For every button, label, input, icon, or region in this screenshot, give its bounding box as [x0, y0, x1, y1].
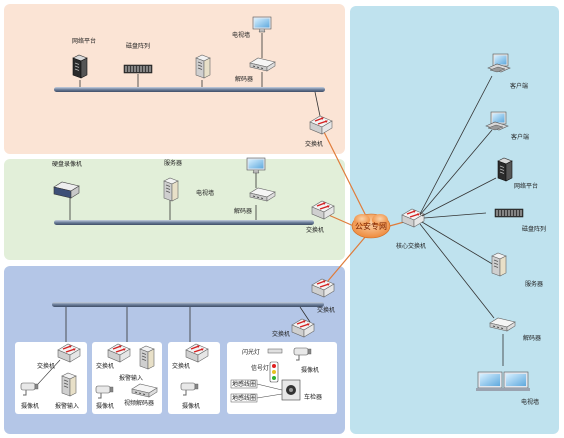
server-icon	[491, 252, 507, 277]
network-platform-icon	[497, 157, 513, 182]
right-disk-array-label: 磁盘阵列	[522, 225, 546, 233]
bottom-main-switch-label: 交换机	[317, 306, 335, 314]
disk-array-icon	[123, 64, 153, 74]
unit3-box	[168, 342, 220, 414]
cloud-label: 公安专网	[355, 221, 387, 231]
right-decoder-label: 解码器	[523, 334, 541, 342]
coil-1-box: 地感线圈	[230, 379, 258, 389]
flash-lamp-icon	[267, 348, 283, 354]
unit1-alarm-input-icon	[61, 372, 77, 397]
unit3-camera-label: 摄像机	[182, 402, 200, 410]
coil-2-box: 地感线圈	[230, 393, 258, 403]
top-bus	[54, 87, 325, 92]
right-section: 客户端 客户端 网络平台 磁盘阵列 服务器 解码器 电视墙	[419, 53, 546, 406]
middle-bus	[54, 220, 314, 225]
top-panel	[4, 4, 345, 154]
top-disk-array-label: 磁盘阵列	[126, 42, 150, 50]
public-security-network-cloud: 公安专网	[351, 213, 391, 239]
network-platform-icon	[72, 54, 88, 79]
top-decoder-label: 解码器	[235, 75, 253, 83]
core-switch-label: 核心交换机	[396, 242, 426, 250]
mid-switch-label: 交换机	[306, 226, 324, 234]
signal-light-icon	[269, 361, 279, 383]
unit2-video-decoder-label: 视频解码器	[124, 399, 154, 407]
unit4-coil1-label: 地感线圈	[232, 380, 256, 388]
right-tv-wall-label: 电视墙	[521, 398, 539, 406]
unit2-camera-label: 摄像机	[96, 402, 114, 410]
unit4-coil2-label: 地感线圈	[232, 394, 256, 402]
vehicle-detector-icon	[281, 379, 301, 401]
unit1-alarm-input-label: 报警输入	[55, 402, 79, 410]
mid-decoder-label: 解码器	[234, 207, 252, 215]
unit1-switch-label: 交换机	[37, 362, 55, 370]
bottom-bus	[52, 302, 324, 307]
unit2-alarm-input-label: 报警输入	[119, 374, 143, 382]
mid-disk-recorder-label: 硬盘录像机	[52, 160, 82, 168]
unit2-alarm-input-icon	[139, 345, 155, 370]
tv-wall-icon	[476, 371, 530, 391]
unit3-switch-label: 交换机	[172, 362, 190, 370]
right-network-platform-label: 网络平台	[514, 182, 538, 190]
middle-section: 硬盘录像机 服务器 电视墙 解码器 交换机	[52, 157, 335, 234]
bottom-section: 交换机 交换机 摄像机 报警输入 交换机 报警输入 摄像机 视频解码器 交换机 …	[15, 278, 337, 414]
unit4-signal-light-label: 信号灯	[251, 364, 269, 372]
server-icon	[163, 177, 179, 202]
top-switch-label: 交换机	[305, 140, 323, 148]
right-client1-label: 客户端	[510, 82, 528, 90]
unit4-camera-label: 摄像机	[301, 366, 319, 374]
mid-tv-wall-label: 电视墙	[196, 189, 214, 197]
top-section: 网络平台 磁盘阵列 电视墙 解码器 交换机	[54, 16, 333, 148]
top-tv-wall-label: 电视墙	[232, 31, 250, 39]
unit1-camera-label: 摄像机	[21, 402, 39, 410]
right-server-label: 服务器	[525, 280, 543, 288]
top-network-platform-label: 网络平台	[72, 37, 96, 45]
unit4-flash-lamp-label: 闪光灯	[242, 348, 260, 356]
unit4-vehicle-detector-label: 车检器	[304, 393, 322, 401]
disk-array-icon	[494, 208, 524, 218]
mid-server-label: 服务器	[164, 159, 182, 167]
unit4-switch-label: 交换机	[272, 330, 290, 338]
unit2-switch-label: 交换机	[96, 362, 114, 370]
middle-panel	[4, 159, 345, 260]
server-icon	[195, 54, 211, 79]
right-client2-label: 客户端	[511, 133, 529, 141]
